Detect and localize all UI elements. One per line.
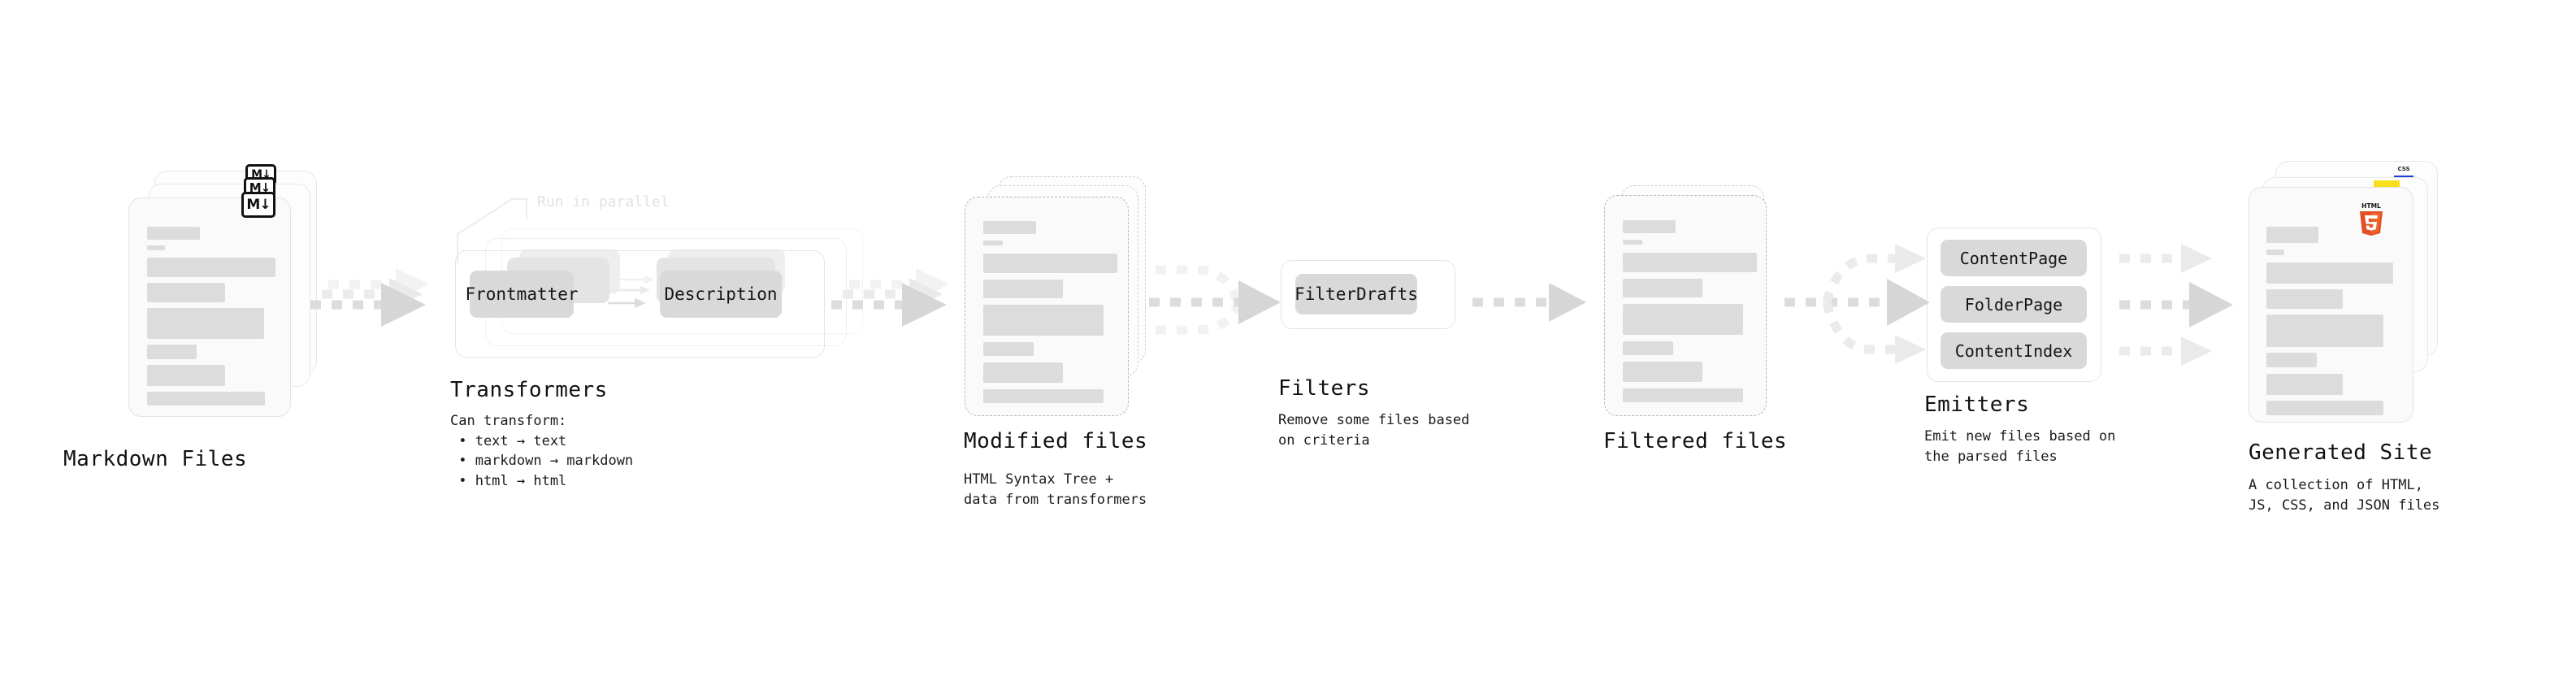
skeleton-line [983, 280, 1063, 298]
skeleton-line [983, 362, 1063, 383]
skeleton-line [147, 227, 200, 240]
skeleton-line [2266, 314, 2383, 347]
skeleton-line [147, 392, 265, 406]
stage-title-markdown-files: Markdown Files [63, 447, 248, 471]
stage-subtitle-transformers: Can transform: • text → text • markdown … [450, 413, 634, 489]
skeleton-line [2266, 289, 2343, 309]
skeleton-line [2266, 401, 2383, 415]
skeleton-line [983, 389, 1104, 403]
skeleton-line [147, 258, 275, 277]
skeleton-line [983, 241, 1003, 245]
filters-group [1281, 260, 1455, 329]
skeleton-line [2266, 227, 2318, 243]
svg-text:HTML: HTML [2361, 202, 2381, 210]
arrow-filters-to-filtered [1472, 283, 1586, 322]
stage-title-generated-site: Generated Site [2249, 440, 2433, 465]
stage-subtitle-emitters: Emit new files based on the parsed files [1924, 428, 2116, 465]
stage-title-filters: Filters [1278, 376, 1371, 401]
markdown-file-front [128, 197, 291, 417]
skeleton-line [1623, 279, 1702, 297]
skeleton-line [147, 245, 165, 250]
stage-subtitle-generated-site: A collection of HTML, JS, CSS, and JSON … [2249, 477, 2440, 514]
emitters-chip-contentpage-label: ContentPage [1959, 248, 2068, 268]
skeleton-line [1623, 304, 1743, 335]
emitters-chip-folderpage-label: FolderPage [1964, 294, 2063, 314]
skeleton-line [147, 345, 197, 359]
skeleton-line [2266, 374, 2343, 395]
skeleton-line [983, 254, 1117, 273]
skeleton-line [983, 305, 1104, 336]
arrow-emitters-to-site [2119, 244, 2233, 366]
skeleton-line [1623, 388, 1743, 402]
skeleton-line [2266, 249, 2284, 255]
emitters-chip-contentindex[interactable]: ContentIndex [1941, 332, 2087, 369]
transformer-chip-frontmatter[interactable]: Frontmatter [465, 271, 579, 318]
skeleton-line [1623, 362, 1702, 382]
emitters-chip-contentpage[interactable]: ContentPage [1941, 240, 2087, 276]
arrow-markdown-to-transformers [310, 268, 429, 327]
skeleton-line [1623, 341, 1673, 355]
stage-title-filtered-files: Filtered files [1603, 429, 1788, 453]
run-in-parallel-label: Run in parallel [537, 193, 670, 210]
skeleton-line [2266, 262, 2393, 284]
site-file-front [2249, 187, 2413, 423]
filters-chip-filterdrafts-label: FilterDrafts [1295, 284, 1418, 304]
skeleton-line [147, 365, 225, 386]
stage-subtitle-filters: Remove some files based on criteria [1278, 412, 1470, 449]
transformer-chip-description[interactable]: Description [660, 271, 782, 318]
stage-title-transformers: Transformers [450, 378, 608, 402]
emitters-chip-contentindex-label: ContentIndex [1954, 340, 2073, 361]
arrow-filtered-to-emitters [1785, 244, 1930, 364]
filtered-file-front [1604, 195, 1767, 416]
html5-badge: HTML [2360, 202, 2383, 236]
skeleton-line [983, 221, 1036, 234]
skeleton-line [1623, 240, 1642, 245]
transformer-group-front [455, 250, 825, 358]
skeleton-line [1623, 253, 1757, 272]
css-badge: CSS [2394, 166, 2413, 178]
skeleton-line [2266, 353, 2317, 367]
transformer-chip-frontmatter-label: Frontmatter [465, 284, 579, 304]
skeleton-line [1623, 220, 1676, 233]
arrow-modified-to-filters [1149, 265, 1281, 335]
skeleton-line [147, 283, 225, 302]
emitters-chip-folderpage[interactable]: FolderPage [1941, 286, 2087, 323]
skeleton-line [147, 308, 264, 339]
markdown-badge-front: M↓ [241, 192, 275, 218]
filters-chip-filterdrafts[interactable]: FilterDrafts [1295, 274, 1418, 314]
stage-title-modified-files: Modified files [964, 429, 1148, 453]
skeleton-line [983, 342, 1034, 356]
stage-title-emitters: Emitters [1924, 393, 2030, 417]
stage-subtitle-modified-files: HTML Syntax Tree + data from transformer… [964, 471, 1147, 508]
modified-file-front [965, 197, 1129, 416]
transformer-chip-description-label: Description [664, 284, 778, 304]
